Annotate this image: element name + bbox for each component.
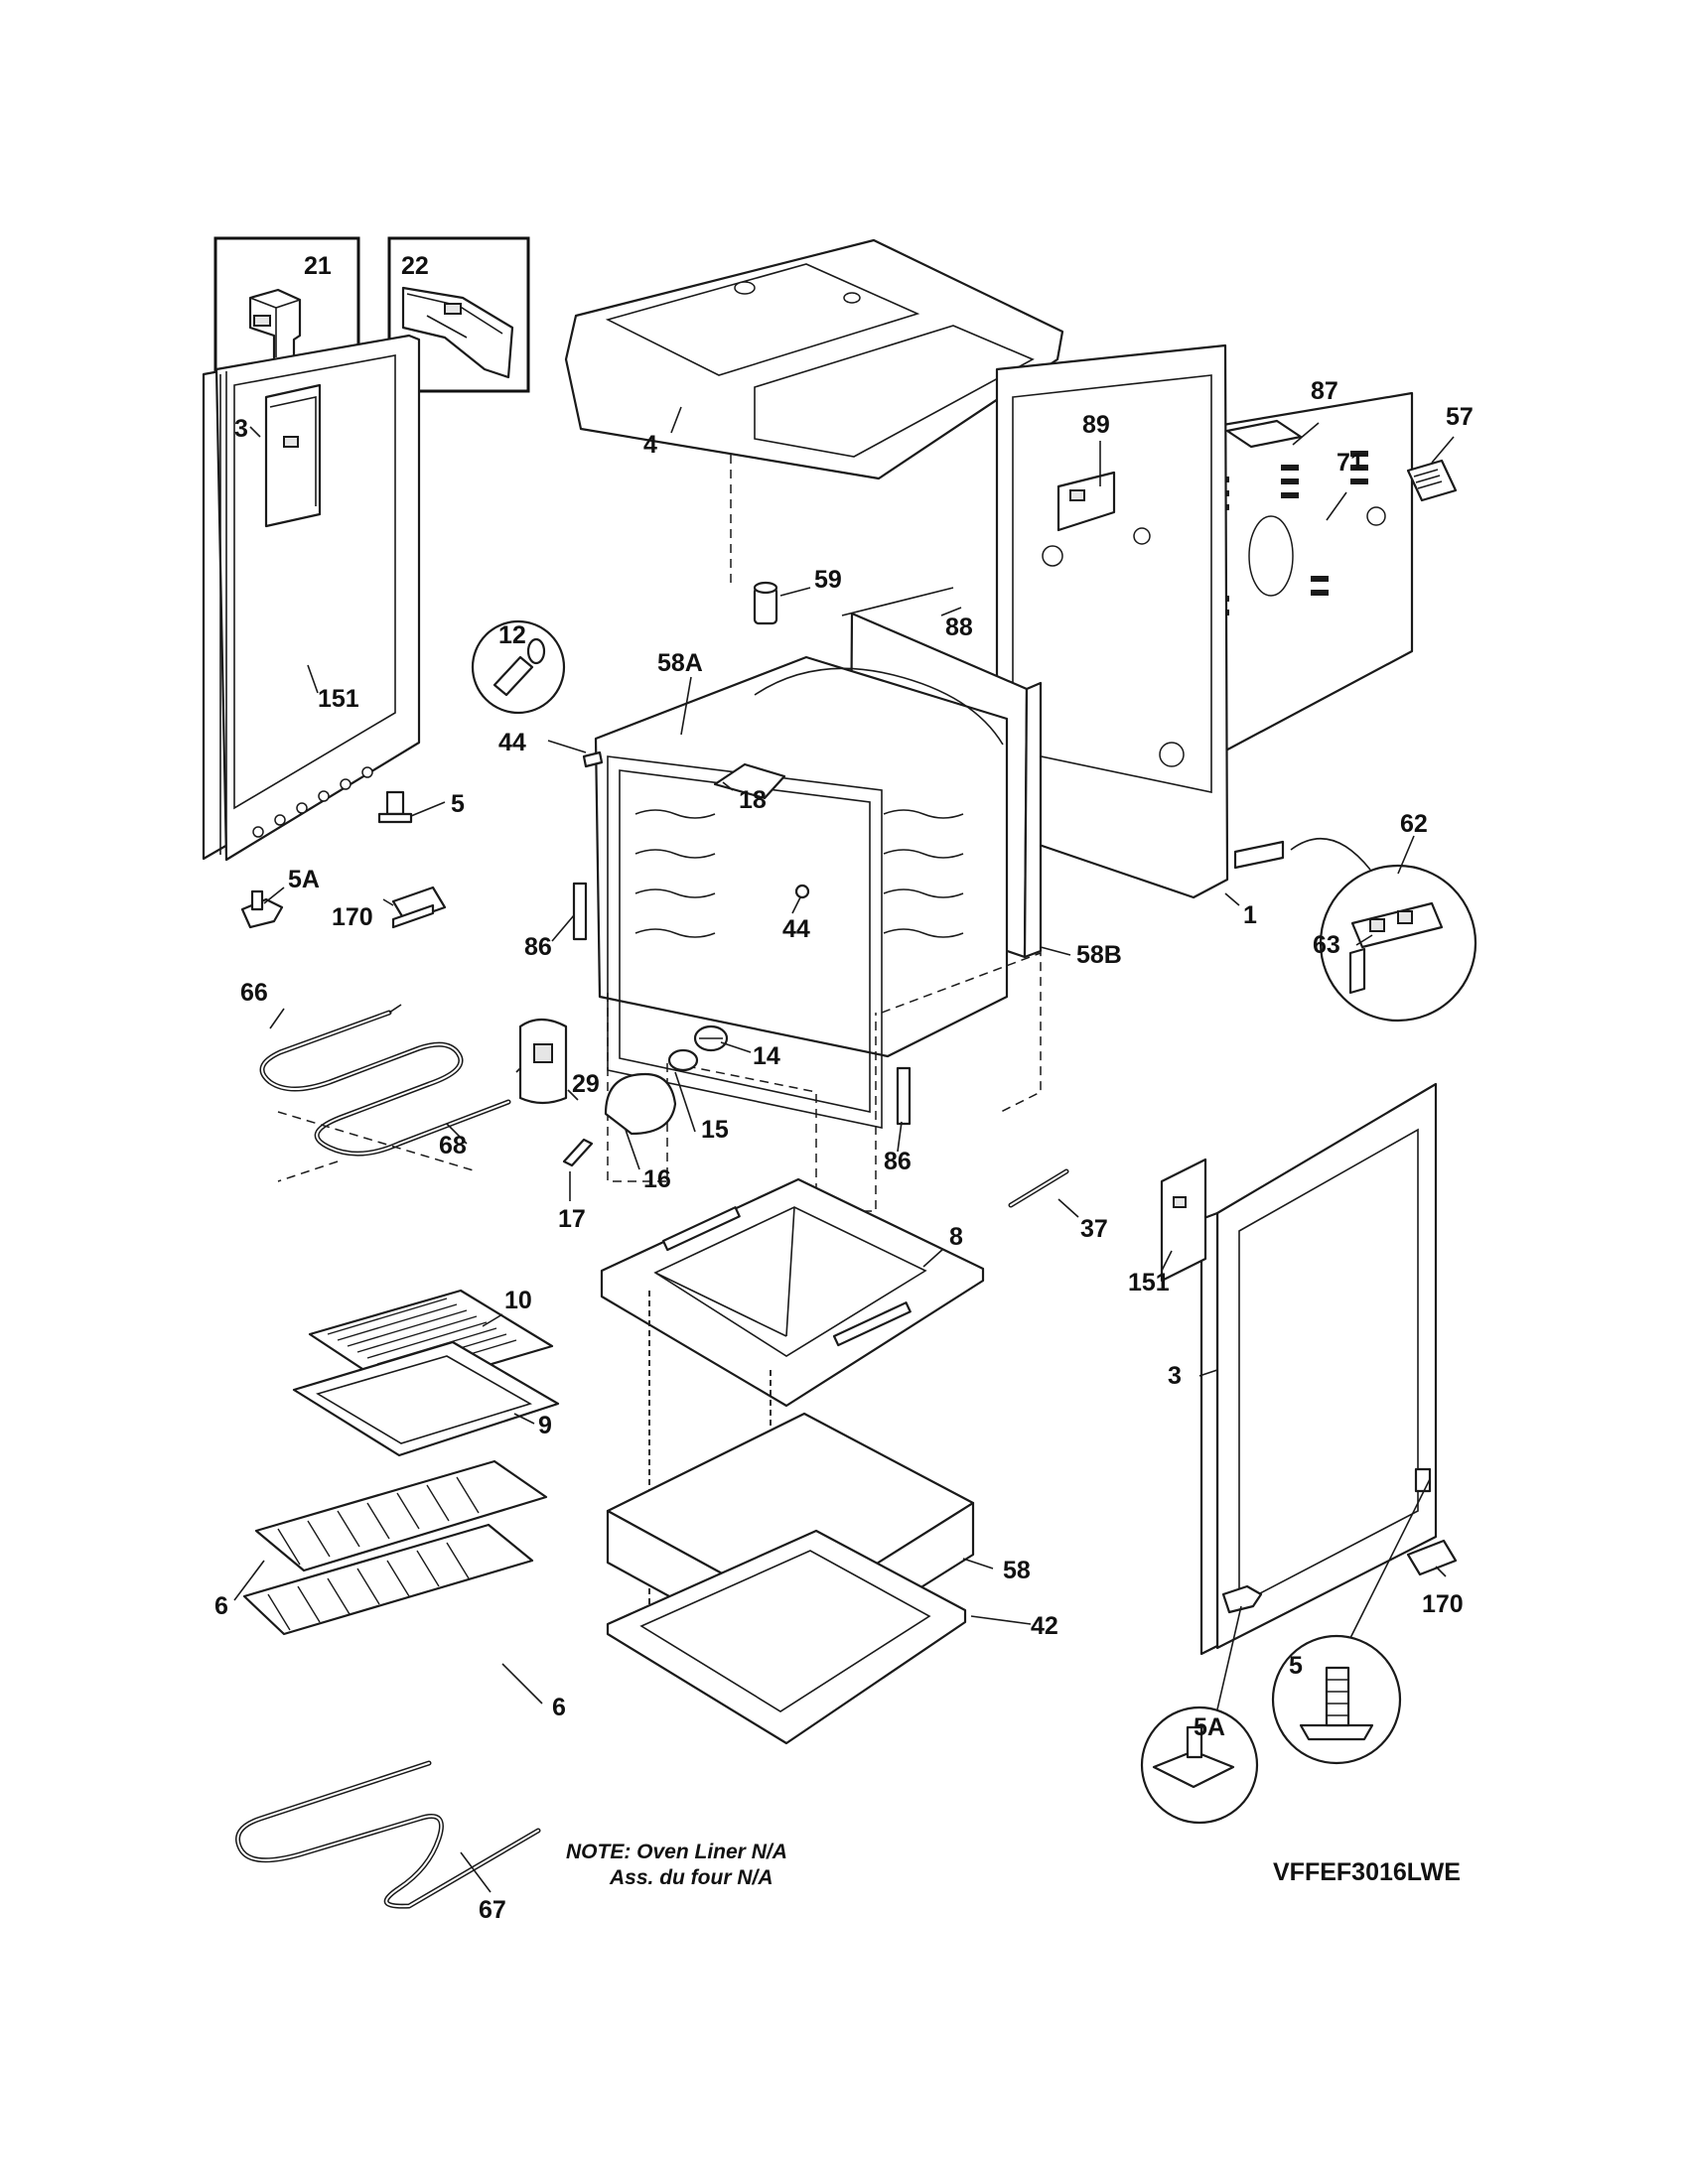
- leveler-5-left: [377, 790, 413, 824]
- screw-44-left: [582, 751, 604, 768]
- callout-14: 14: [753, 1042, 780, 1070]
- callout-57: 57: [1446, 403, 1474, 431]
- rear-panel-1: [995, 343, 1229, 899]
- foot-5A-right: [1221, 1584, 1263, 1614]
- callout-59: 59: [814, 566, 842, 594]
- bottom-tray-42: [606, 1529, 967, 1745]
- callout-68: 68: [439, 1132, 467, 1160]
- callout-44: 44: [782, 915, 810, 943]
- model-number: VFFEF3016LWE: [1273, 1858, 1461, 1886]
- callout-3: 3: [234, 415, 248, 443]
- callout-15: 15: [701, 1116, 729, 1144]
- callout-16: 16: [643, 1165, 671, 1193]
- oven-rack-6-upper: [254, 1459, 548, 1572]
- broiler-pan-9: [292, 1340, 560, 1457]
- callout-5: 5: [451, 790, 465, 818]
- inset-circle-12: [471, 619, 566, 715]
- callout-66: 66: [240, 979, 268, 1007]
- note-block: NOTE: Oven Liner N/A Ass. du four N/A: [566, 1841, 787, 1889]
- right-side-panel: [1199, 1082, 1438, 1656]
- callout-86: 86: [524, 933, 552, 961]
- callout-42: 42: [1031, 1612, 1058, 1640]
- element-68-dashed: [277, 1111, 478, 1182]
- callout-5A: 5A: [1194, 1713, 1225, 1741]
- callout-37: 37: [1080, 1215, 1108, 1243]
- clip-87: [1225, 419, 1303, 449]
- callout-88: 88: [945, 614, 973, 641]
- callout-6: 6: [214, 1592, 228, 1620]
- rack-supports: [634, 809, 964, 938]
- callout-21: 21: [304, 252, 332, 280]
- callout-1: 1: [1243, 901, 1257, 929]
- callout-18: 18: [739, 786, 767, 814]
- sensor-37: [1008, 1168, 1069, 1208]
- latch-18: [713, 762, 786, 800]
- callout-9: 9: [538, 1412, 552, 1439]
- bulb-15: [667, 1048, 699, 1072]
- callout-29: 29: [572, 1070, 600, 1098]
- bracket-86-left: [572, 882, 588, 941]
- callout-5A: 5A: [288, 866, 320, 893]
- callout-151: 151: [318, 685, 359, 713]
- callout-6: 6: [552, 1694, 566, 1721]
- callout-62: 62: [1400, 810, 1428, 838]
- cover-57: [1406, 459, 1458, 502]
- callout-58B: 58B: [1076, 941, 1122, 969]
- leader-lines: [233, 406, 1455, 1893]
- lamp-receptacle-14: [693, 1024, 729, 1052]
- wire-88: [841, 587, 954, 616]
- clip-17: [562, 1138, 594, 1167]
- inset-box-22: [387, 236, 530, 393]
- element-67: [235, 1760, 541, 1909]
- screw-44-right: [794, 884, 810, 899]
- right-panel-bracket: [1160, 1158, 1207, 1283]
- clip-170-left: [391, 886, 447, 929]
- part-59: [753, 581, 778, 625]
- callout-63: 63: [1313, 931, 1340, 959]
- callout-labels: 21 22 3 4 87 57 89 71 59 88 12 58A 151 4…: [214, 252, 1474, 1924]
- bracket-89: [1056, 471, 1116, 532]
- note-line-2: Ass. du four N/A: [609, 1866, 774, 1889]
- callout-86: 86: [884, 1148, 912, 1175]
- oven-rack-6-lower: [242, 1523, 534, 1636]
- callout-58: 58: [1003, 1557, 1031, 1584]
- callout-3: 3: [1168, 1362, 1182, 1390]
- terminal-block-62: [1233, 837, 1477, 1023]
- left-panel-bracket: [264, 383, 322, 528]
- callout-170: 170: [1422, 1590, 1464, 1618]
- callout-151: 151: [1128, 1269, 1170, 1297]
- callout-5: 5: [1289, 1652, 1303, 1680]
- callout-10: 10: [504, 1287, 532, 1314]
- callout-170: 170: [332, 903, 373, 931]
- foot-5A-left: [240, 889, 284, 929]
- element-66: [259, 1004, 527, 1157]
- note-line-1: NOTE: Oven Liner N/A: [566, 1841, 787, 1863]
- callout-87: 87: [1311, 377, 1338, 405]
- bracket-86-right: [896, 1066, 912, 1126]
- panel-holes: [252, 766, 373, 838]
- callout-12: 12: [498, 621, 526, 649]
- leveler-5-inset: [1271, 1634, 1402, 1765]
- callout-89: 89: [1082, 411, 1110, 439]
- clip-170-right: [1406, 1539, 1458, 1576]
- callout-67: 67: [479, 1896, 506, 1924]
- top-panel: [564, 238, 1064, 480]
- oven-cavity-58A: [594, 655, 1009, 1129]
- foot-5A-inset: [1140, 1706, 1259, 1825]
- cover-16: [604, 1072, 677, 1136]
- callout-22: 22: [401, 252, 429, 280]
- callout-17: 17: [558, 1205, 586, 1233]
- callout-8: 8: [949, 1223, 963, 1251]
- callout-71: 71: [1336, 449, 1364, 477]
- lamp-socket-29: [518, 1018, 568, 1105]
- bottom-panel-8: [600, 1177, 985, 1408]
- callout-58A: 58A: [657, 649, 703, 677]
- callout-4: 4: [643, 431, 657, 459]
- leveler-5-right: [1414, 1467, 1432, 1493]
- callout-44: 44: [498, 729, 526, 756]
